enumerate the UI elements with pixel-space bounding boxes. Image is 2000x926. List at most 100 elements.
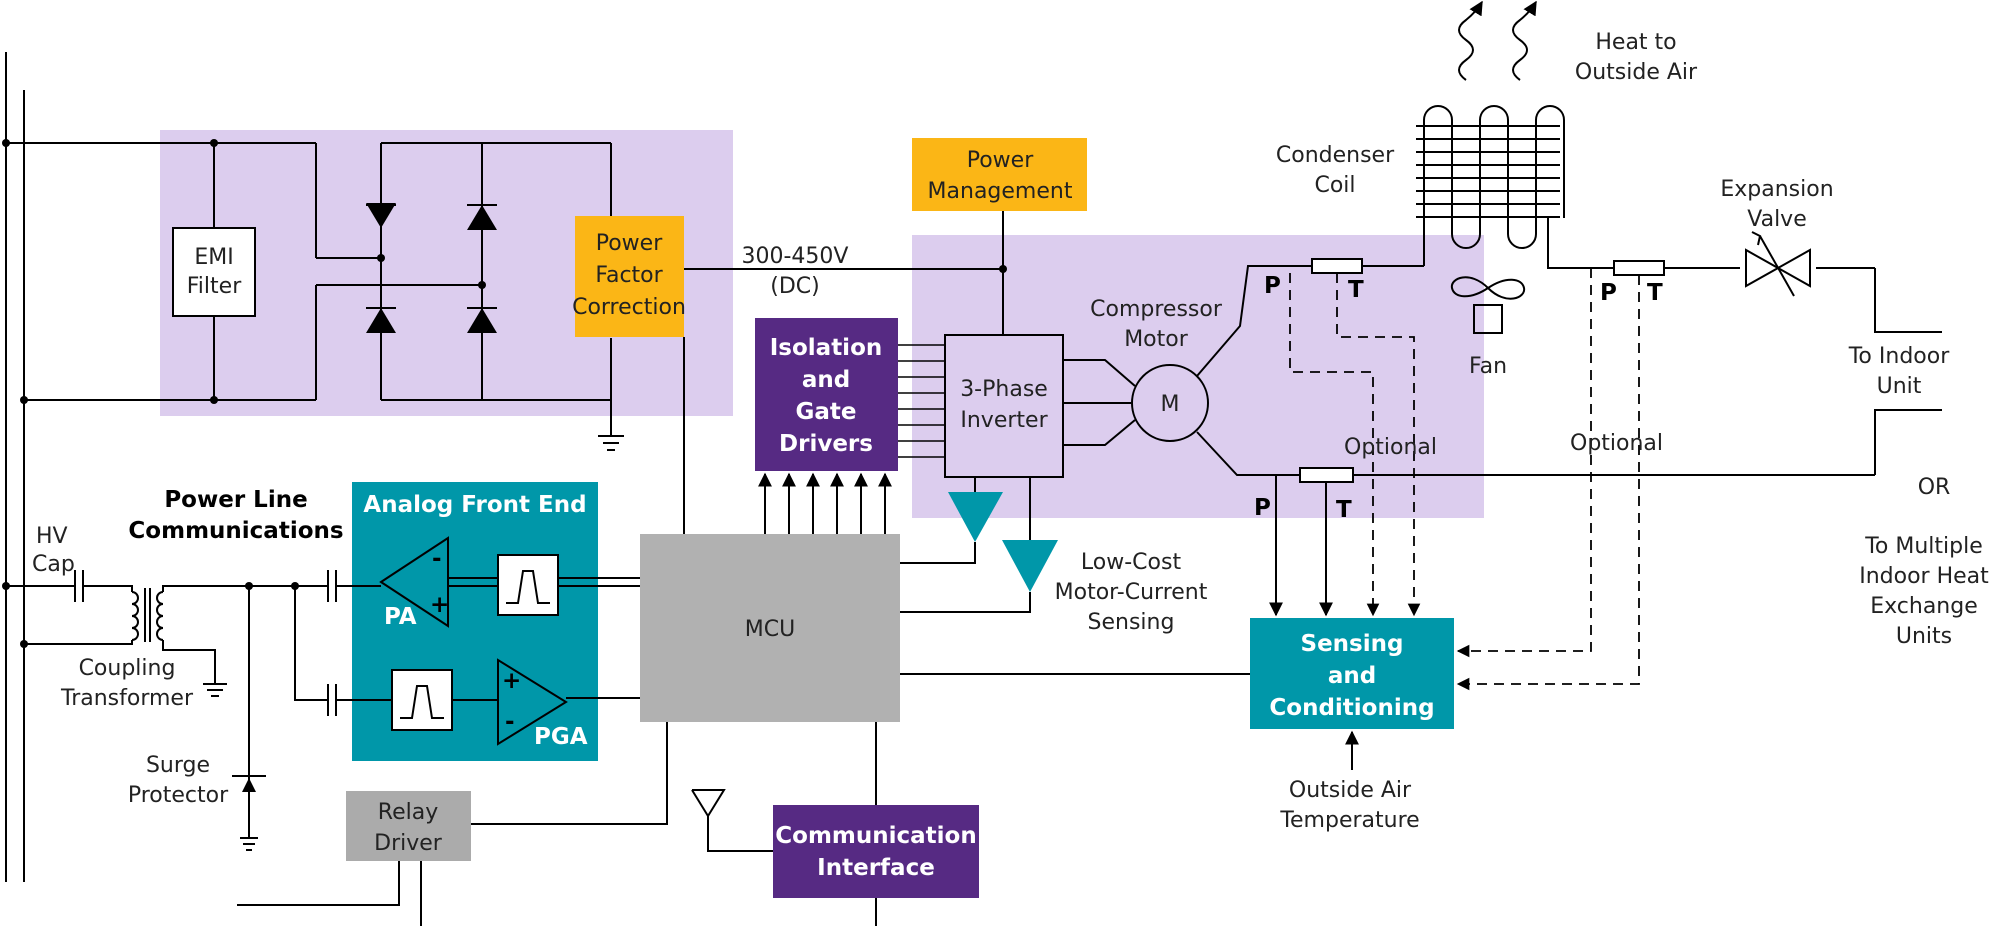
sensor-p-label: P	[1264, 273, 1281, 299]
current-sense-amplifier-icon	[948, 477, 1058, 592]
isolation-label-3: Gate	[796, 399, 857, 425]
to-multiple-label-1: To Multiple	[1864, 534, 1983, 559]
comm-interface-label-1: Communication	[775, 823, 976, 849]
afe-mcu-lines	[558, 577, 640, 699]
hv-cap-label-1: HV	[36, 524, 68, 549]
sensor-t-label: T	[1647, 280, 1663, 306]
to-multiple-label-2: Indoor Heat	[1859, 564, 1989, 589]
sensor-p-label: P	[1254, 495, 1271, 521]
outside-air-temp-label-2: Temperature	[1279, 808, 1419, 833]
motor-icon: M	[1131, 364, 1209, 442]
inverter-label-2: Inverter	[960, 408, 1048, 433]
relay-driver-block: Relay Driver	[237, 791, 471, 926]
sensor-p-label: P	[1600, 280, 1617, 306]
motor-symbol: M	[1161, 392, 1180, 417]
diode-icon	[366, 308, 396, 333]
pa-label: PA	[384, 604, 417, 630]
expansion-valve-label-1: Expansion	[1720, 177, 1833, 202]
diode-icon	[467, 205, 497, 230]
compressor-motor-label-1: Compressor	[1090, 297, 1223, 322]
communication-interface-block: Communication Interface	[773, 805, 979, 898]
power-factor-correction-block: Power Factor Correction	[572, 216, 686, 337]
diode-bridge	[315, 142, 612, 436]
pfc-label-2: Factor	[595, 263, 663, 288]
pga-minus: -	[505, 709, 515, 735]
fan-label: Fan	[1469, 354, 1507, 379]
diode-icon	[366, 203, 396, 228]
ground-icon	[598, 435, 624, 451]
heat-to-outside-label-2: Outside Air	[1575, 60, 1698, 85]
pa-plus: +	[430, 592, 449, 618]
sensing-label-1: Sensing	[1301, 631, 1404, 657]
isolation-label-4: Drivers	[779, 431, 873, 457]
pfc-label-3: Correction	[572, 295, 686, 320]
afe-title: Analog Front End	[363, 492, 586, 518]
sensing-label-3: Conditioning	[1269, 695, 1434, 721]
pga-plus: +	[502, 668, 521, 694]
low-cost-sensing-label-3: Sensing	[1088, 610, 1175, 635]
sensor-signal-lines	[1269, 268, 1640, 691]
plc-label-2: Communications	[128, 518, 343, 544]
heat-wave-icon	[1458, 0, 1537, 81]
antenna-icon	[691, 789, 773, 852]
sensor-t-label: T	[1348, 277, 1364, 303]
dc-voltage-label-2: (DC)	[770, 274, 819, 299]
optional-label-2: Optional	[1570, 431, 1663, 456]
emi-filter-label-2: Filter	[187, 274, 242, 299]
pa-amplifier-icon	[379, 536, 449, 628]
to-multiple-label-4: Units	[1896, 624, 1952, 649]
sensing-label-2: and	[1328, 663, 1376, 689]
emi-filter-block: EMI Filter	[172, 139, 256, 404]
inverter-label-1: 3-Phase	[960, 377, 1048, 402]
hv-cap-label-2: Cap	[32, 552, 75, 577]
refrigerant-lines	[1196, 218, 1942, 476]
condenser-coil-icon	[1416, 105, 1565, 249]
analog-front-end-block: Analog Front End - + PA + - PGA	[352, 482, 598, 761]
to-indoor-unit-label-1: To Indoor	[1848, 344, 1950, 369]
mcu-label: MCU	[745, 617, 795, 642]
mcu-block: MCU	[640, 534, 900, 722]
expansion-valve-icon	[1745, 231, 1811, 297]
relay-driver-label-2: Driver	[374, 831, 443, 856]
pga-label: PGA	[534, 724, 588, 750]
power-management-block: Power Management	[912, 138, 1087, 335]
pt-sensor-icon	[1299, 258, 1665, 483]
inverter-motor-phases	[1063, 359, 1136, 446]
power-management-label-2: Management	[928, 179, 1073, 204]
surge-protector-icon	[232, 775, 266, 851]
surge-protector-label-2: Protector	[128, 783, 229, 808]
low-cost-sensing-label-2: Motor-Current	[1055, 580, 1208, 605]
bandpass-filter-icon	[391, 669, 453, 731]
dc-voltage-label-1: 300-450V	[742, 244, 849, 269]
to-indoor-unit-label-2: Unit	[1877, 374, 1922, 399]
pga-amplifier-icon	[497, 658, 568, 746]
optional-label-1: Optional	[1344, 435, 1437, 460]
pfc-label-1: Power	[596, 231, 663, 256]
emi-filter-label-1: EMI	[194, 245, 233, 270]
three-phase-inverter-block: 3-Phase Inverter	[944, 334, 1064, 478]
fan-icon	[1450, 276, 1526, 334]
dc-bus: 300-450V (DC)	[683, 244, 1007, 534]
comm-interface-label-2: Interface	[817, 855, 935, 881]
compressor-motor-label-2: Motor	[1124, 327, 1189, 352]
condenser-coil-label-2: Coil	[1314, 173, 1355, 198]
heat-to-outside-label-1: Heat to	[1595, 30, 1676, 55]
plc-label-1: Power Line	[164, 487, 307, 513]
bandpass-filter-icon	[497, 554, 559, 616]
isolation-label-2: and	[802, 367, 850, 393]
mains-lines	[2, 52, 316, 882]
sensor-t-label: T	[1336, 497, 1352, 523]
or-label: OR	[1918, 475, 1951, 500]
mcu-pwm-arrows	[758, 472, 892, 534]
isolation-gate-drivers-block: Isolation and Gate Drivers	[755, 318, 898, 471]
outside-air-temp-label-1: Outside Air	[1289, 778, 1412, 803]
sensing-conditioning-block: Sensing and Conditioning	[1250, 618, 1454, 729]
relay-driver-label-1: Relay	[378, 800, 438, 825]
expansion-valve-label-2: Valve	[1747, 207, 1807, 232]
gate-drive-lines	[898, 344, 945, 458]
coupling-transformer-label-2: Transformer	[60, 686, 194, 711]
isolation-label-1: Isolation	[770, 335, 883, 361]
power-management-label-1: Power	[967, 148, 1034, 173]
coupling-transformer-label-1: Coupling	[79, 656, 176, 681]
